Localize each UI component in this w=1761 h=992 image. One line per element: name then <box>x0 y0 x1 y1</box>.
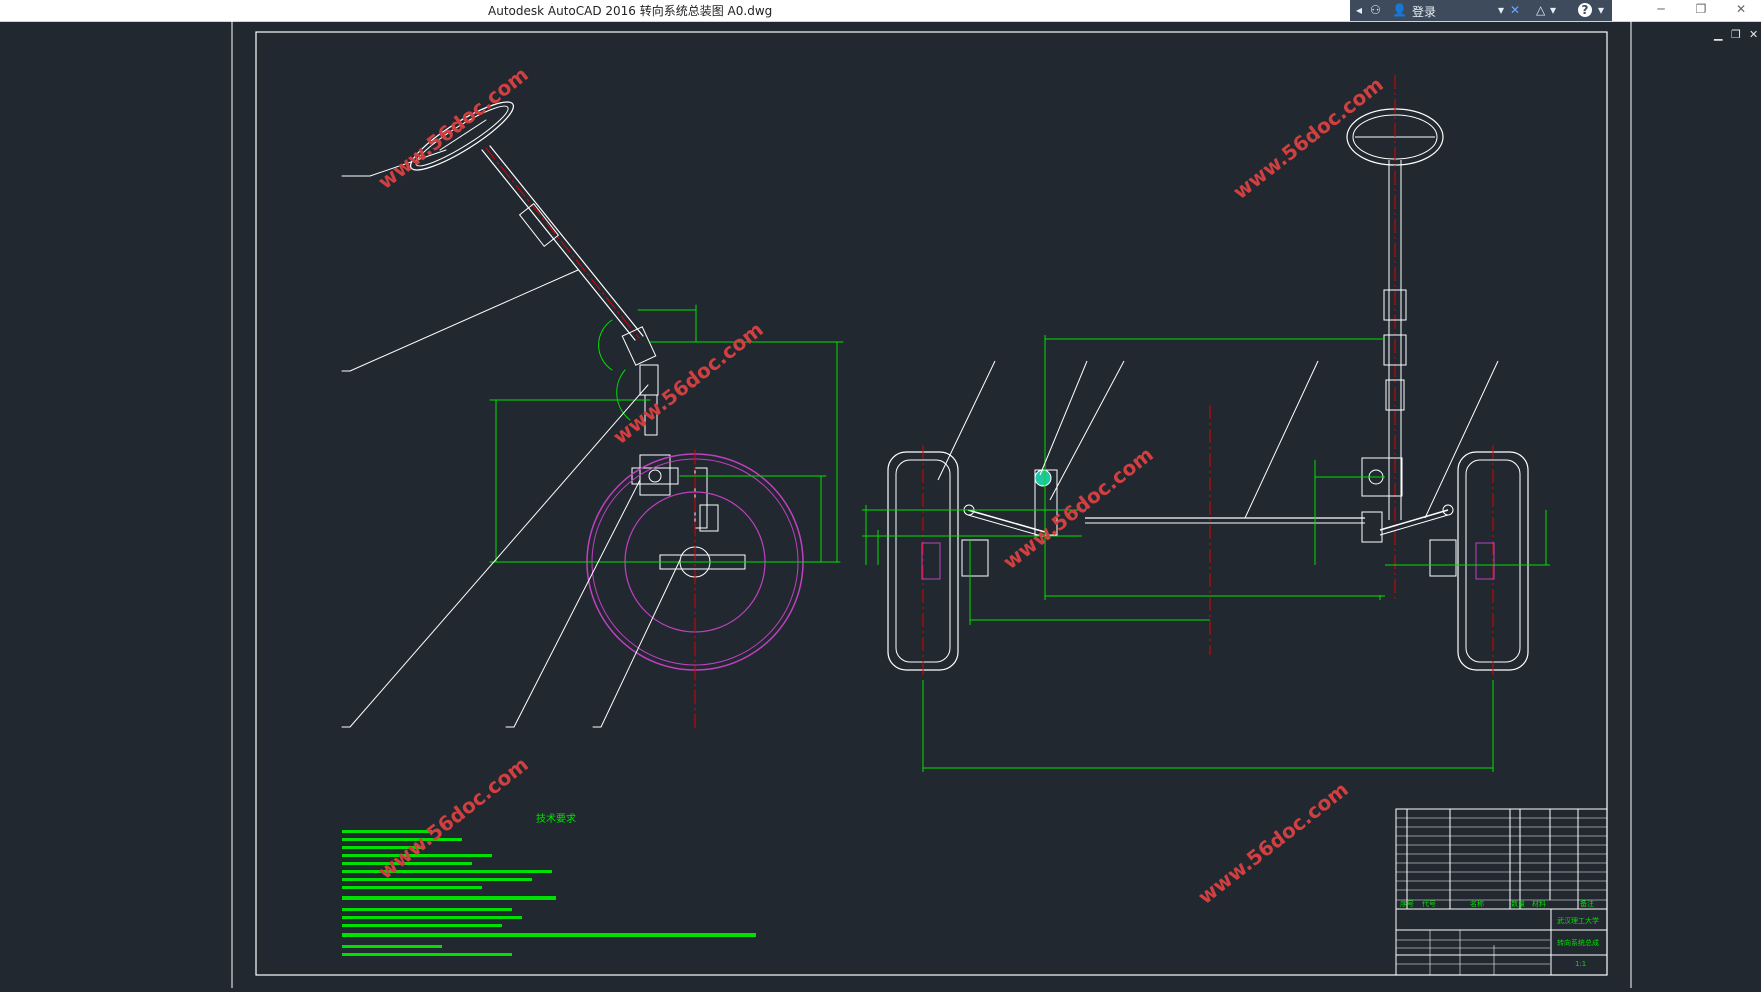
autodesk-icon[interactable]: △ <box>1536 3 1546 17</box>
watermark: www.56doc.com <box>998 442 1157 574</box>
header-code: 代号 <box>1422 899 1436 908</box>
restore-button[interactable]: ❐ <box>1695 2 1707 16</box>
front-view <box>862 75 1550 772</box>
side-view <box>341 101 844 731</box>
exchange-icon[interactable]: ✕ <box>1510 3 1521 17</box>
sheet-scale: 1:1 <box>1575 960 1586 968</box>
chevron-down-icon[interactable]: ▾ <box>1498 3 1505 17</box>
help-icon[interactable]: ? <box>1578 3 1592 17</box>
doc-minimize-button[interactable]: ▁ <box>1714 28 1723 41</box>
drawing-border <box>255 31 1608 976</box>
drawing-name: 转向系统总成 <box>1557 938 1599 947</box>
school-name: 武汉理工大学 <box>1557 916 1599 925</box>
close-button[interactable]: ✕ <box>1735 2 1747 16</box>
binoculars-icon[interactable]: ⚇ <box>1370 3 1381 17</box>
technical-notes: 技术要求 <box>342 812 756 956</box>
title-block-text: 序号 代号 名称 数量 材料 备注 武汉理工大学 转向系统总成 1:1 <box>1400 899 1599 968</box>
header-seq: 序号 <box>1400 899 1414 908</box>
watermarks: www.56doc.com www.56doc.com www.56doc.co… <box>373 62 1387 909</box>
login-label[interactable]: 登录 <box>1412 5 1437 19</box>
notes-title: 技术要求 <box>536 812 576 825</box>
title-bar: Autodesk AutoCAD 2016 转向系统总装图 A0.dwg ◂ ⚇… <box>0 0 1761 22</box>
doc-close-button[interactable]: ✕ <box>1749 28 1759 41</box>
drawing-canvas[interactable]: 技术要求 <box>0 21 1761 988</box>
doc-restore-button[interactable]: ❐ <box>1731 28 1741 41</box>
watermark: www.56doc.com <box>1193 777 1352 909</box>
user-icon: 👤 <box>1392 3 1407 17</box>
minimize-button[interactable]: ─ <box>1657 2 1665 16</box>
header-name: 名称 <box>1470 899 1484 908</box>
watermark: www.56doc.com <box>373 62 532 194</box>
account-panel[interactable]: ◂ ⚇ 👤 登录 ▾ ✕ △ ▾ ? ▾ <box>1350 0 1612 21</box>
chevron-down-icon-3[interactable]: ▾ <box>1598 3 1605 17</box>
arrow-left-icon[interactable]: ◂ <box>1356 3 1363 17</box>
window-title: Autodesk AutoCAD 2016 转向系统总装图 A0.dwg <box>488 4 773 18</box>
title-block <box>1395 808 1608 976</box>
chevron-down-icon-2[interactable]: ▾ <box>1550 3 1557 17</box>
header-qty: 数量 <box>1511 899 1525 908</box>
header-material: 材料 <box>1532 899 1546 908</box>
steering-wheel-side <box>409 101 515 171</box>
header-remark: 备注 <box>1580 899 1594 908</box>
watermark: www.56doc.com <box>1228 72 1387 204</box>
